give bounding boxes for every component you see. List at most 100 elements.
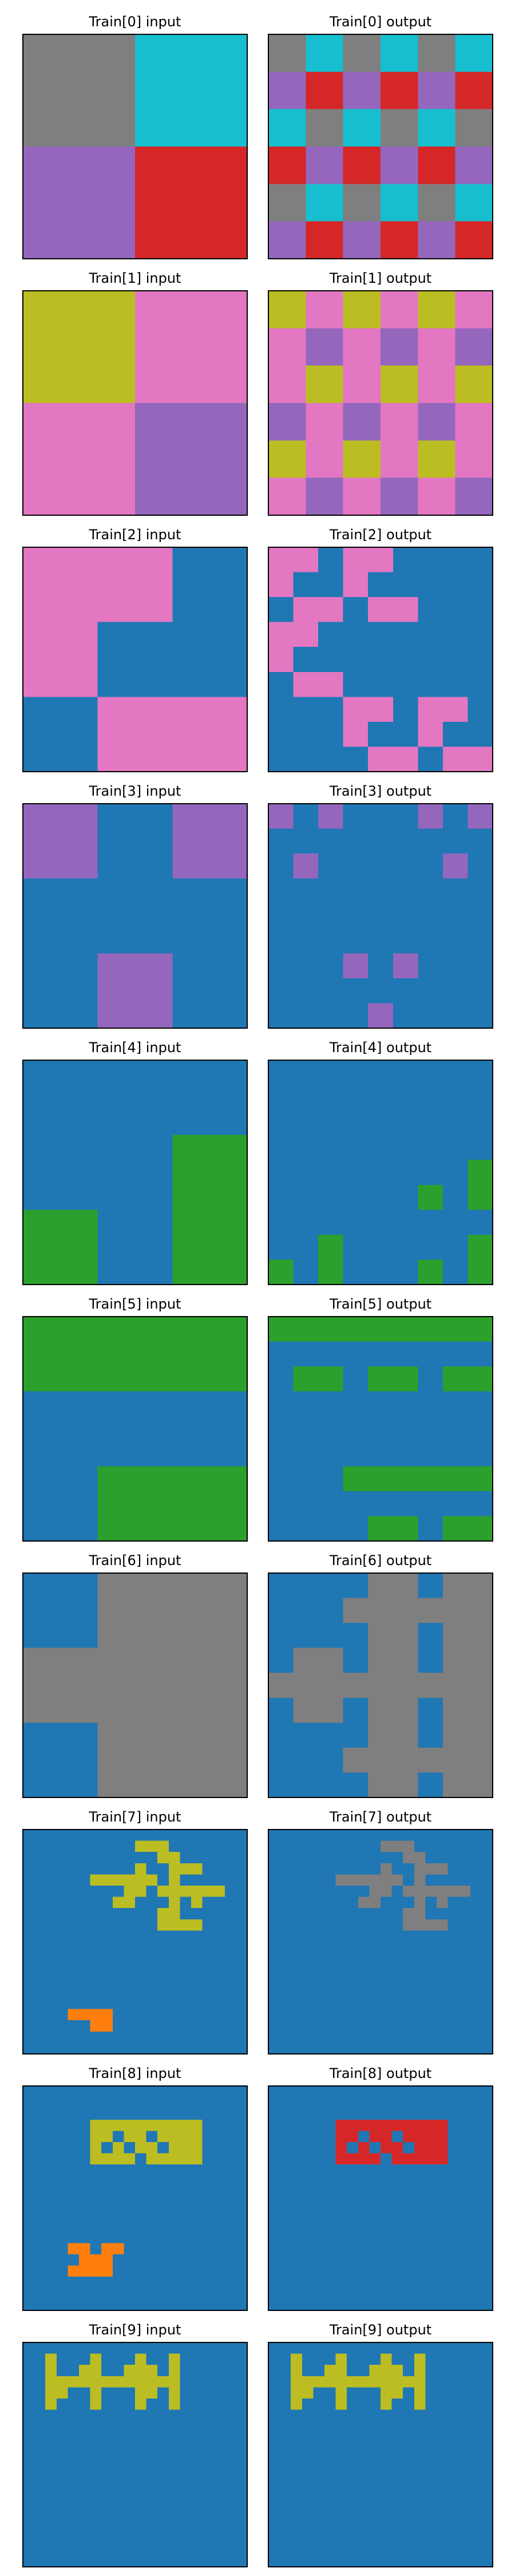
grid-cell	[318, 854, 344, 879]
grid-cell	[470, 2221, 482, 2233]
grid-cell	[56, 2042, 68, 2055]
grid-cell	[45, 2221, 57, 2233]
grid-cell	[437, 1953, 449, 1965]
grid-cell	[213, 2477, 225, 2489]
grid-cell	[268, 978, 294, 1004]
grid-cell	[101, 2042, 113, 2055]
grid-cell	[391, 1964, 403, 1976]
grid-cell	[381, 2353, 393, 2365]
grid-cell	[369, 2555, 381, 2567]
grid-cell	[391, 2243, 403, 2255]
grid-cell	[90, 2020, 102, 2032]
grid-cell	[335, 2488, 347, 2500]
grid-cell	[213, 2265, 225, 2277]
grid-cell	[418, 184, 456, 222]
grid-cell	[481, 2221, 493, 2233]
grid-cell	[168, 1908, 180, 1920]
grid-cell	[391, 2142, 403, 2154]
grid-cell	[442, 1184, 469, 1210]
grid-cell	[442, 1341, 469, 1367]
grid-cell	[34, 2277, 46, 2289]
grid-cell	[168, 1986, 180, 1998]
grid-cell	[481, 2376, 493, 2388]
grid-cell	[468, 1747, 493, 1773]
grid-cell	[391, 1852, 403, 1864]
grid-cell	[324, 2265, 336, 2277]
grid-cell	[191, 1840, 203, 1852]
grid-cell	[180, 2164, 192, 2176]
grid-cell	[97, 1391, 173, 1467]
grid-cell	[381, 2142, 393, 2154]
grid-cell	[45, 2277, 57, 2289]
grid-cell	[343, 184, 381, 222]
grid-cell	[213, 2353, 225, 2365]
grid-cell	[279, 1874, 291, 1886]
grid-cell	[168, 2042, 180, 2055]
grid-cell	[101, 2299, 113, 2311]
grid-cell	[68, 2209, 80, 2221]
grid-cell	[347, 1852, 359, 1864]
grid-cell	[324, 2353, 336, 2365]
grid-cell	[358, 2511, 370, 2523]
grid-cell	[447, 2042, 459, 2055]
grid-cell	[45, 1863, 57, 1875]
grid-cell	[180, 1840, 192, 1852]
grid-cell	[68, 1919, 80, 1931]
grid-cell	[313, 2119, 325, 2131]
grid-cell	[180, 2499, 192, 2511]
grid-cell	[335, 2198, 347, 2210]
grid-cell	[97, 622, 173, 697]
grid-cell	[202, 2086, 214, 2098]
grid-cell	[202, 2432, 214, 2444]
grid-cell	[79, 2009, 91, 2021]
grid-cell	[202, 2153, 214, 2165]
grid-cell	[335, 1897, 347, 1909]
grid-cell	[481, 1852, 493, 1864]
grid-cell	[481, 2432, 493, 2444]
grid-cell	[268, 72, 306, 110]
grid-cell	[34, 2287, 46, 2300]
grid-cell	[191, 2522, 203, 2534]
grid-cell	[313, 2387, 325, 2399]
grid-cell	[369, 2376, 381, 2388]
grid-cell	[381, 2477, 393, 2489]
grid-cell	[56, 2277, 68, 2289]
grid-cell	[112, 2399, 124, 2411]
grid-cell	[45, 2522, 57, 2534]
grid-cell	[34, 2399, 46, 2411]
grid-cell	[313, 1897, 325, 1909]
grid-cell	[391, 2119, 403, 2131]
grid-cell	[318, 1060, 344, 1086]
grid-cell	[202, 2376, 214, 2388]
grid-cell	[180, 2287, 192, 2300]
grid-cell	[437, 1852, 449, 1864]
grid-cell	[101, 2009, 113, 2021]
input-grid	[23, 2342, 248, 2567]
grid-cell	[343, 572, 369, 598]
grid-cell	[403, 1908, 415, 1920]
grid-cell	[425, 2119, 437, 2131]
grid-cell	[418, 1003, 443, 1029]
grid-cell	[302, 2254, 314, 2266]
grid-cell	[459, 2342, 471, 2354]
grid-cell	[45, 2287, 57, 2300]
grid-cell	[191, 2299, 203, 2311]
grid-cell	[425, 1830, 437, 1842]
grid-cell	[135, 1897, 147, 1909]
grid-cell	[56, 2499, 68, 2511]
grid-cell	[157, 1886, 169, 1898]
grid-cell	[157, 2287, 169, 2300]
grid-cell	[318, 1623, 344, 1649]
grid-cell	[470, 2477, 482, 2489]
grid-cell	[313, 1886, 325, 1898]
grid-cell	[268, 2097, 280, 2109]
grid-cell	[202, 1886, 214, 1898]
grid-cell	[268, 1897, 280, 1909]
grid-cell	[146, 1863, 158, 1875]
grid-cell	[236, 1975, 248, 1987]
grid-cell	[168, 2499, 180, 2511]
grid-cell	[34, 2097, 46, 2109]
grid-cell	[347, 2488, 359, 2500]
grid-cell	[124, 2533, 136, 2545]
grid-cell	[391, 2287, 403, 2300]
